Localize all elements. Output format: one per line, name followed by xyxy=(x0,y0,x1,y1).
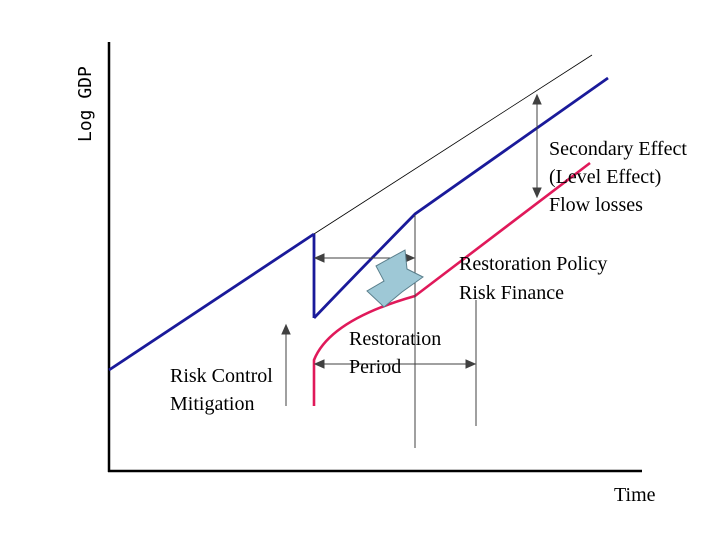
secondary-effect-arrow xyxy=(532,93,542,199)
risk-finance-label: Risk Finance xyxy=(459,282,564,304)
restoration-period-arrow xyxy=(313,359,477,369)
mitigation-label: Mitigation xyxy=(170,393,254,415)
restoration-period-label: Restoration xyxy=(349,328,441,350)
red-path-recovery xyxy=(312,161,591,406)
blue-path-pre-shock xyxy=(108,232,315,372)
risk-control-label: Risk Control xyxy=(170,365,273,387)
y-axis-label: Log GDP xyxy=(75,66,96,142)
secondary-effect-label: Secondary Effect xyxy=(549,138,687,160)
restoration-policy-arrow xyxy=(366,249,424,308)
blue-path-recovery xyxy=(312,76,609,319)
trend-line xyxy=(313,54,593,235)
restoration-policy-label: Restoration Policy xyxy=(459,253,607,275)
x-axis-label: Time xyxy=(614,484,656,506)
period-label: Period xyxy=(349,356,401,378)
flow-losses-label: Flow losses xyxy=(549,194,643,216)
level-effect-label: (Level Effect) xyxy=(549,166,661,188)
risk-control-arrow xyxy=(281,323,291,406)
